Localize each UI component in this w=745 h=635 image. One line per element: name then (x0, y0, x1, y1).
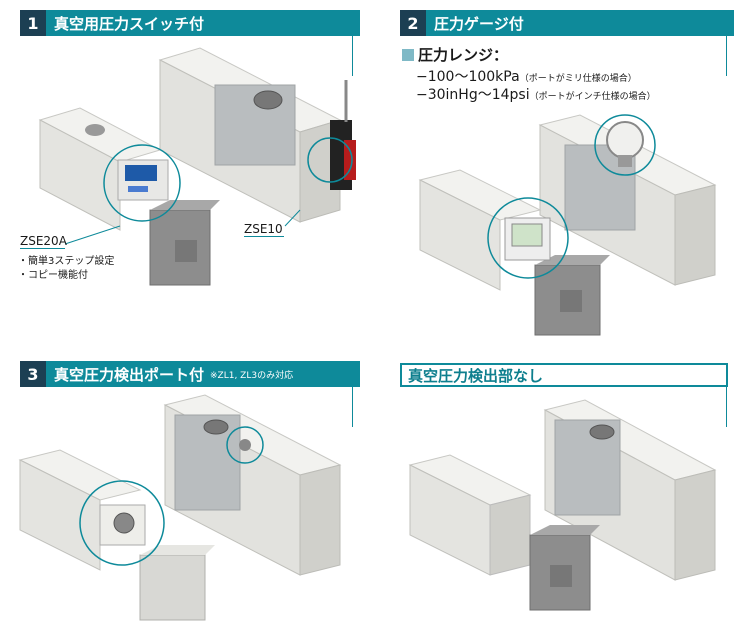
panel-2-number: 2 (400, 10, 426, 36)
panel-3-product-image (18, 394, 342, 621)
zse20a-switch (103, 144, 181, 222)
zse10-underline (244, 236, 284, 237)
pressure-range-title: 圧力レンジ： (402, 44, 508, 65)
ejector-rear-body (163, 394, 342, 576)
panel-1-product-image (38, 47, 356, 286)
panel-3-title: 真空圧力検出ポート付 ※ZL1, ZL3のみ対応 (46, 361, 360, 387)
panel-3-number: 3 (20, 361, 46, 387)
zse20a-label: ZSE20A (20, 234, 67, 248)
panel-1-number: 1 (20, 10, 46, 36)
panel-4-frame-line (726, 387, 727, 427)
pressure-range-psi-note: （ポートがインチ仕様の場合） (529, 92, 656, 102)
front-pressure-gauge (487, 197, 569, 279)
panel-1-title: 真空用圧力スイッチ付 (46, 10, 360, 36)
panel-3-title-text: 真空圧力検出ポート付 (54, 365, 205, 384)
panel-4-title: 真空圧力検出部なし (400, 363, 728, 387)
panel-4-product-image (408, 399, 717, 611)
panel-2: 2 圧力ゲージ付 圧力レンジ： −100〜100kPa（ポートがミリ仕様の場合）… (380, 0, 745, 340)
zse20a-bullet-2: ・コピー機能付 (18, 270, 88, 281)
front-detection-port (79, 480, 165, 566)
ejector-rear-body (158, 47, 342, 223)
zse20a-leader (64, 225, 121, 245)
range-square-icon (402, 48, 414, 61)
panel-2-frame-line (726, 36, 727, 76)
zse10-label: ZSE10 (244, 222, 283, 236)
panel-3-note: ※ZL1, ZL3のみ対応 (210, 370, 294, 381)
panel-4: 真空圧力検出部なし (380, 355, 745, 635)
panel-3-header: 3 真空圧力検出ポート付 ※ZL1, ZL3のみ対応 (20, 361, 360, 387)
ejector-front-body (408, 454, 600, 611)
ejector-rear-body (543, 399, 717, 581)
panel-3: 3 真空圧力検出ポート付 ※ZL1, ZL3のみ対応 (0, 355, 360, 635)
zse10-leader (284, 209, 301, 227)
zse10-switch (307, 80, 356, 190)
pressure-range-psi: −30inHg〜14psi（ポートがインチ仕様の場合） (416, 84, 656, 104)
pressure-range-kpa: −100〜100kPa（ポートがミリ仕様の場合） (416, 66, 637, 86)
pressure-range-psi-value: −30inHg〜14psi (416, 87, 530, 103)
panel-1-frame-line (352, 36, 353, 76)
pressure-range-title-text: 圧力レンジ： (418, 46, 509, 64)
zse20a-bullet-1: ・簡単3ステップ設定 (18, 256, 115, 267)
pressure-range-kpa-note: （ポートがミリ仕様の場合） (519, 74, 637, 84)
pressure-range-kpa-value: −100〜100kPa (416, 69, 520, 85)
ejector-front-body (38, 107, 220, 286)
panel-3-frame-line (352, 387, 353, 427)
panel-2-header: 2 圧力ゲージ付 (400, 10, 734, 36)
zse20a-underline (20, 248, 65, 249)
ejector-front-body (18, 449, 215, 621)
panel-1: 1 真空用圧力スイッチ付 (0, 0, 360, 340)
panel-1-header: 1 真空用圧力スイッチ付 (20, 10, 360, 36)
rear-pressure-gauge (594, 114, 656, 176)
panel-2-product-image (418, 114, 717, 336)
panel-2-title: 圧力ゲージ付 (426, 10, 734, 36)
rear-detection-port (226, 426, 264, 464)
ejector-front-body (418, 169, 610, 336)
